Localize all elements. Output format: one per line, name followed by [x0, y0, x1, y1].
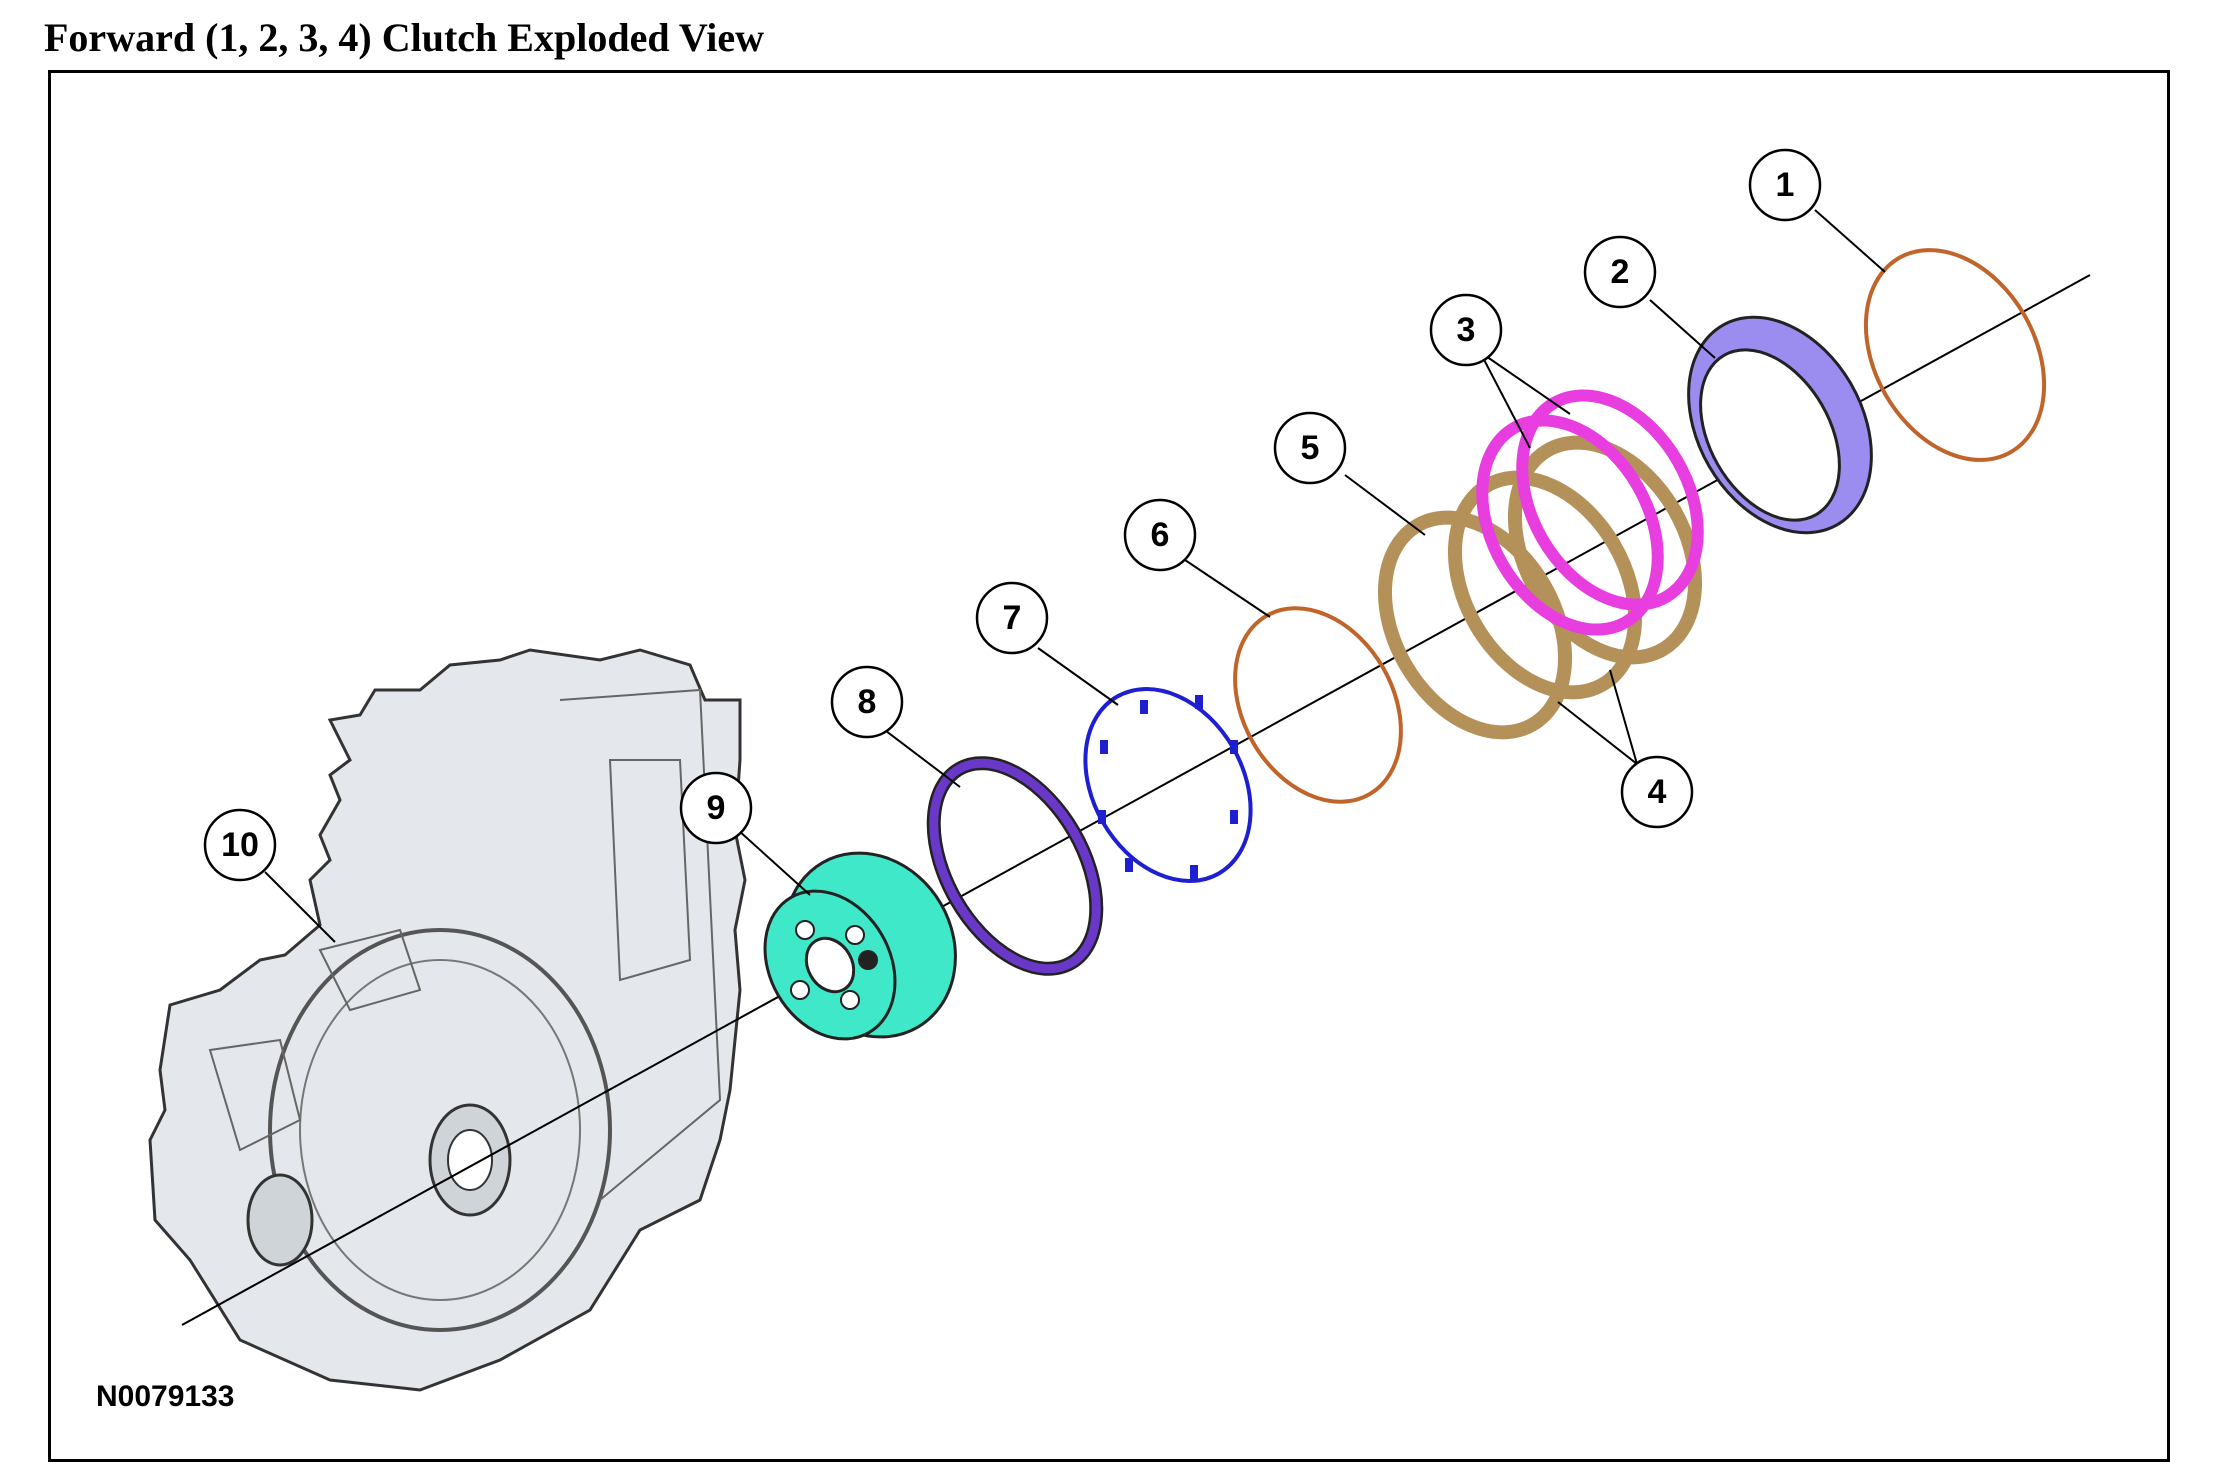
- leader-lines: [264, 209, 1886, 943]
- svg-text:5: 5: [1301, 429, 1320, 467]
- svg-text:8: 8: [858, 683, 877, 721]
- return-spring-ring: [1083, 687, 1253, 883]
- transmission-case: [148, 648, 747, 1392]
- callout-4: 4: [1620, 755, 1694, 829]
- callout-6: 6: [1123, 498, 1197, 572]
- callout-9: 9: [679, 771, 753, 845]
- svg-text:1: 1: [1776, 166, 1795, 204]
- svg-text:3: 3: [1457, 311, 1476, 349]
- pressure-plate: [1687, 315, 1873, 535]
- svg-text:4: 4: [1648, 773, 1667, 811]
- callout-7: 7: [975, 581, 1049, 655]
- page-title: Forward (1, 2, 3, 4) Clutch Exploded Vie…: [44, 15, 764, 60]
- svg-text:6: 6: [1151, 516, 1170, 554]
- callout-3: 3: [1429, 293, 1503, 367]
- figure-id: N0079133: [96, 1380, 235, 1413]
- callout-2: 2: [1583, 235, 1657, 309]
- snap-ring-small: [1233, 606, 1403, 804]
- svg-text:9: 9: [707, 789, 726, 827]
- svg-text:7: 7: [1003, 599, 1022, 637]
- svg-text:2: 2: [1611, 253, 1630, 291]
- svg-text:10: 10: [221, 826, 259, 864]
- callout-5: 5: [1273, 411, 1347, 485]
- callout-1: 1: [1748, 148, 1822, 222]
- clutch-hub: [763, 851, 957, 1041]
- snap-ring-large: [1863, 248, 2047, 462]
- callout-8: 8: [830, 665, 904, 739]
- callout-10: 10: [203, 808, 277, 882]
